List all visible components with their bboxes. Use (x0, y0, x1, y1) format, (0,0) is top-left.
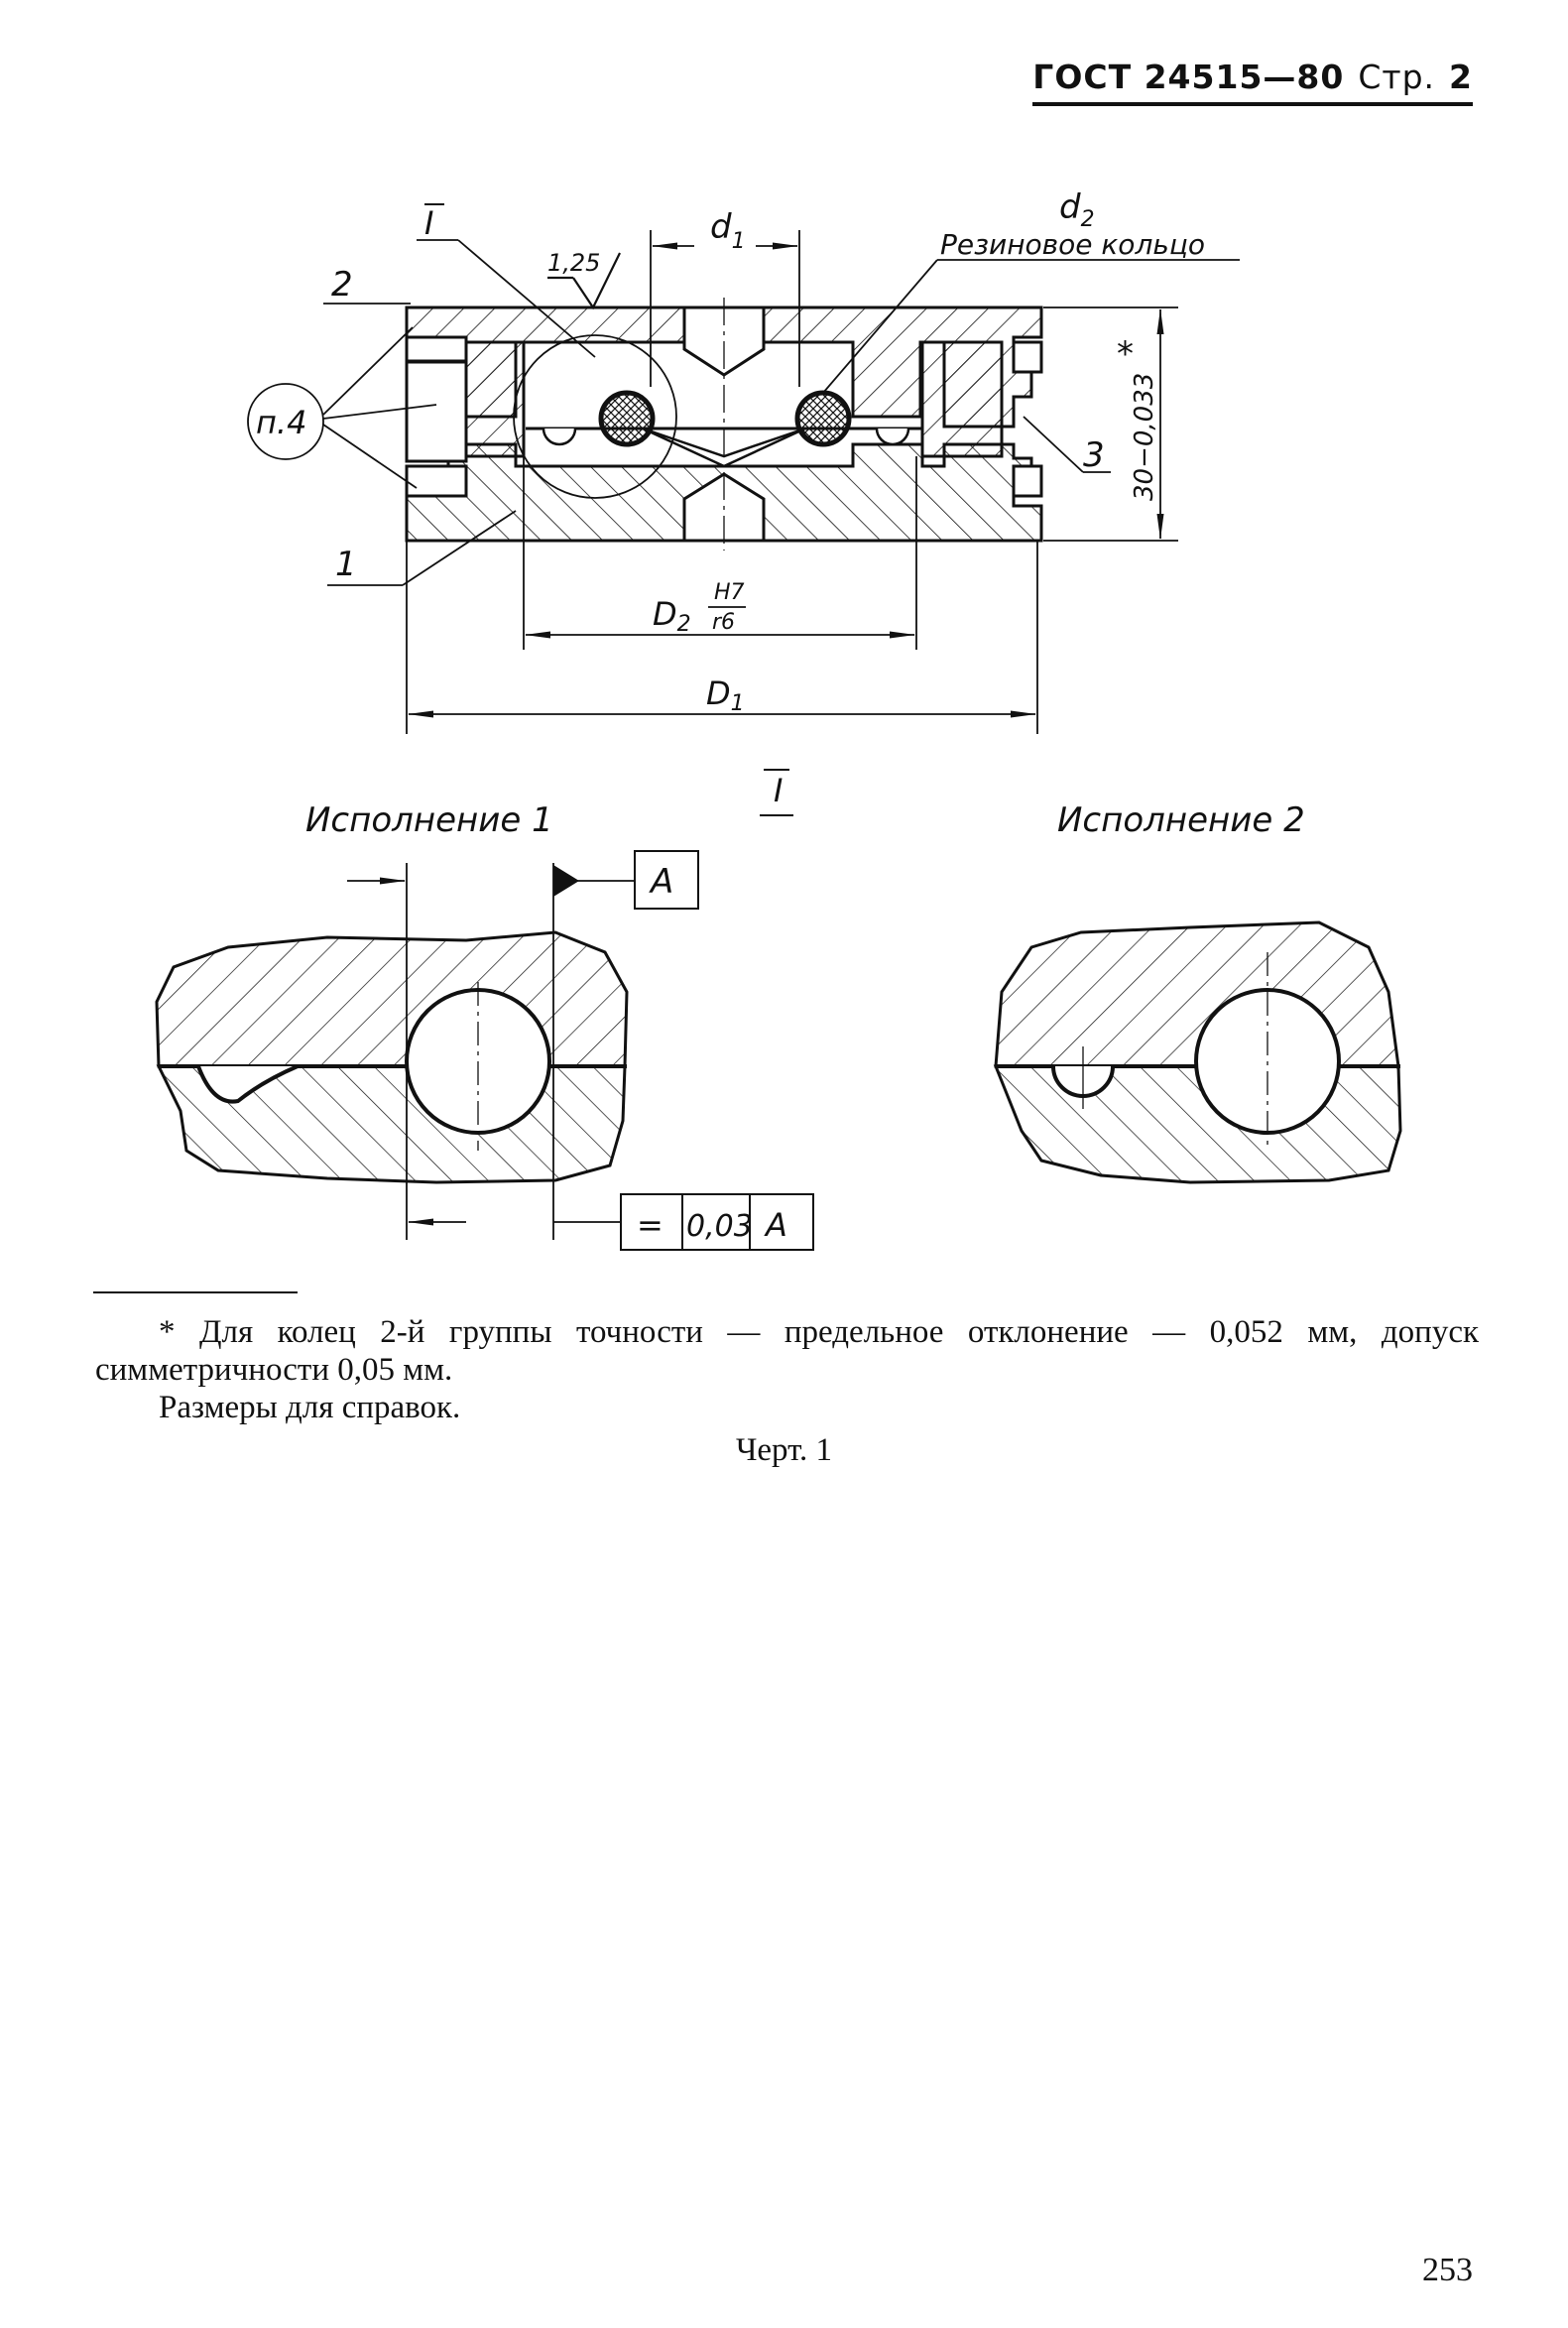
variant-1-detail: A = 0,03 A (155, 850, 814, 1251)
rubber-ring-left (598, 390, 656, 447)
svg-text:d2: d2 (1059, 187, 1095, 232)
section-mark: I (424, 204, 433, 242)
main-section-view: I 1,25 d1 d2 Резиновое кольцо 2 п.4 1 3 (247, 187, 1240, 734)
callout-3: 3 (1083, 435, 1105, 475)
callout-1: 1 (335, 545, 357, 584)
height-star: * (1117, 334, 1134, 374)
roughness-value: 1,25 (547, 249, 600, 277)
page-header: ГОСТ 24515—80 Стр. 2 (1032, 58, 1473, 106)
page-label: Стр. (1358, 58, 1436, 96)
standard-number: ГОСТ 24515—80 (1032, 58, 1345, 96)
variant-2-title: Исполнение 2 (1057, 800, 1305, 840)
svg-text:d1: d1 (710, 207, 746, 254)
fit-bottom: r6 (712, 610, 735, 635)
callout-2: 2 (331, 265, 353, 305)
footnote-reference-note: Размеры для справок. (159, 1390, 461, 1425)
svg-text:D2: D2 (653, 595, 691, 637)
footnote-rule (93, 1291, 298, 1293)
detail-mark: I (774, 772, 783, 809)
callout-p4: п.4 (256, 404, 306, 441)
variant-2-detail (993, 920, 1402, 1184)
d1-label: d (710, 207, 732, 247)
tolerance-value: 0,03 (686, 1209, 753, 1244)
d2-label: d (1059, 187, 1081, 227)
page-number: 253 (1422, 2252, 1473, 2288)
D1-sub: 1 (731, 691, 745, 716)
D2-label: D (653, 595, 677, 633)
d2-sub: 2 (1081, 207, 1095, 232)
datum-label: A (649, 862, 673, 902)
height-dimension: 30−0,033 (1130, 373, 1159, 501)
tolerance-symbol: = (637, 1206, 663, 1244)
detail-circle (513, 334, 677, 499)
rubber-ring-label: Резиновое кольцо (940, 228, 1205, 261)
D1-label: D (706, 674, 731, 712)
page-value: 2 (1449, 58, 1473, 96)
rubber-ring-right (794, 390, 852, 447)
variant-1-title: Исполнение 1 (305, 800, 553, 840)
fit-top: H7 (714, 580, 745, 605)
tolerance-datum: A (764, 1206, 787, 1244)
footnote-text: * Для колец 2-й группы точности — предел… (95, 1314, 1479, 1388)
d1-sub: 1 (732, 229, 746, 254)
right-insert (920, 340, 1004, 458)
svg-text:D1: D1 (706, 674, 745, 716)
figure-caption: Черт. 1 (735, 1432, 833, 1468)
technical-drawing: I 1,25 d1 d2 Резиновое кольцо 2 п.4 1 3 (155, 187, 1402, 1251)
D2-sub: 2 (677, 612, 691, 637)
